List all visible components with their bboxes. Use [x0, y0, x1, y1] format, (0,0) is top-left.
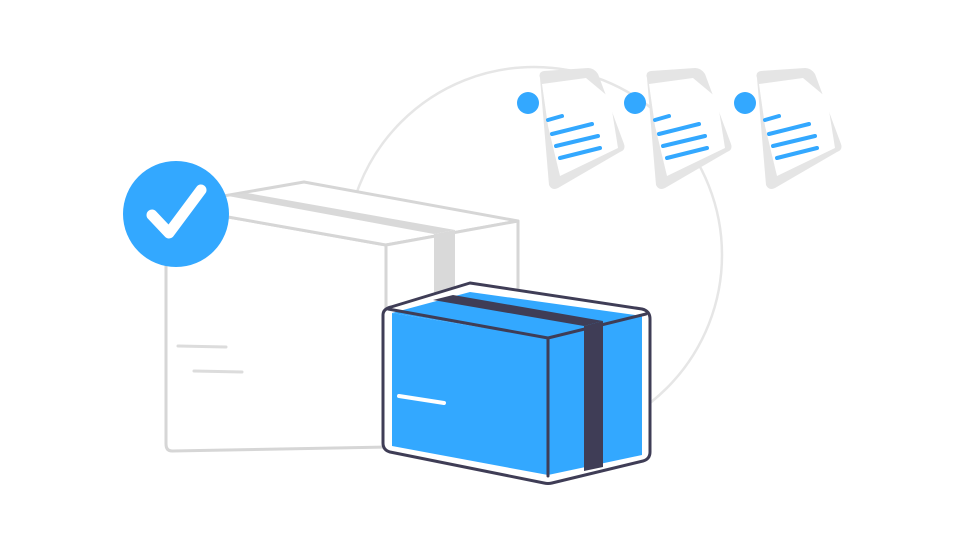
ghost-box-tape-side	[434, 230, 455, 302]
ghost-box-tape-top	[228, 193, 455, 234]
front-box-tape-side	[584, 321, 603, 471]
document-icon	[517, 68, 625, 189]
ghost-box-label-line-2	[192, 369, 244, 374]
check-icon	[146, 184, 207, 239]
front-box-tape-top	[433, 295, 603, 326]
document-card-3	[734, 68, 842, 189]
front-box-front	[392, 313, 548, 475]
ghost-box-front	[164, 204, 388, 453]
document-card-1	[517, 68, 625, 189]
front-box	[381, 281, 652, 485]
document-card-2	[624, 68, 732, 189]
check-badge-circle	[123, 161, 229, 267]
front-box-edge-top	[386, 307, 648, 340]
check-badge	[123, 161, 229, 267]
document-icon	[624, 68, 732, 189]
front-box-label-line	[397, 394, 446, 405]
ghost-box-label-line-1	[176, 344, 228, 349]
document-icon	[734, 68, 842, 189]
